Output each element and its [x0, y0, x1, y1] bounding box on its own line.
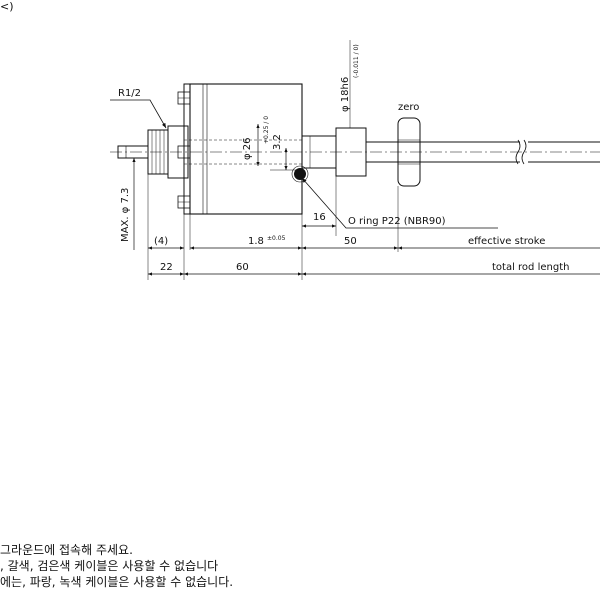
- thread-fitting: [147, 125, 189, 179]
- dim-1-8-tolerance: ±0.05: [267, 235, 286, 242]
- oring-leader: [301, 177, 498, 229]
- dim-16-label: 16: [313, 212, 326, 223]
- dim-1-8-label: 1.8: [248, 236, 264, 247]
- max-diameter-label: MAX. φ 7.3: [120, 188, 131, 242]
- oring-label: O ring P22 (NBR90): [348, 216, 446, 227]
- thread-label: R1/2: [118, 88, 141, 99]
- bolt-heads: [177, 91, 191, 209]
- shaft-tolerance: (-0.011 / 0): [353, 44, 360, 78]
- dim-60-label: 60: [236, 262, 249, 273]
- effective-stroke-label: effective stroke: [468, 236, 545, 247]
- zero-label: zero: [398, 102, 419, 113]
- body-diameter-label: φ 26: [242, 138, 253, 161]
- corner-mark: <): [0, 0, 14, 13]
- note-line-2: , 갈색, 검은색 케이블은 사용할 수 없습니다: [0, 559, 219, 573]
- shaft-neck: [301, 127, 367, 177]
- dim-4-label: (4): [154, 236, 168, 247]
- dim-22-label: 22: [160, 262, 173, 273]
- total-rod-length-label: total rod length: [492, 262, 569, 273]
- thread-leader: [110, 99, 167, 129]
- shaft-diameter-label: φ 18h6: [340, 77, 351, 112]
- rod: [366, 139, 600, 165]
- offset-label: 3.2: [272, 134, 283, 150]
- note-line-1: 그라운드에 접속해 주세요.: [0, 543, 133, 557]
- oring-mark: [294, 168, 306, 180]
- offset-tolerance: +0.25 / 0: [263, 116, 270, 144]
- zero-collar: [397, 117, 421, 187]
- dim-50-label: 50: [344, 236, 357, 247]
- note-line-3: 에는, 파랑, 녹색 케이블은 사용할 수 없습니다.: [0, 575, 234, 589]
